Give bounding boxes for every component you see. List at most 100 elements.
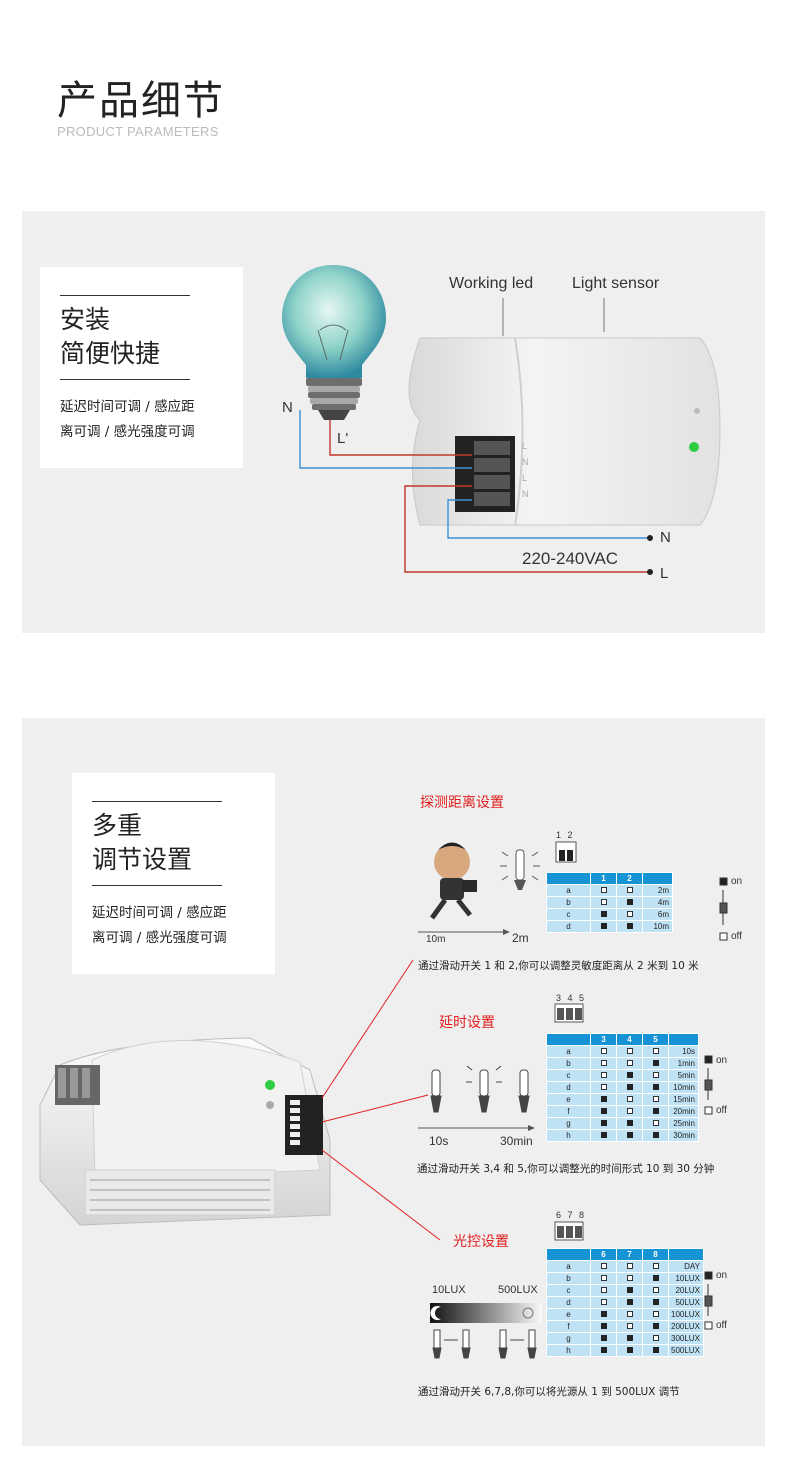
table-header-cell: 1 xyxy=(590,872,617,885)
install-title-1: 安装 xyxy=(60,305,111,334)
switch-off-cell xyxy=(616,908,643,921)
row-value: 20min xyxy=(668,1105,699,1118)
lux-on-label: on xyxy=(716,1270,728,1281)
switch-off-cell xyxy=(616,1308,643,1321)
row-label: d xyxy=(546,1296,591,1309)
switch-on-cell xyxy=(642,1344,669,1357)
switch-on-cell xyxy=(616,1129,643,1142)
switch-on-cell xyxy=(616,1296,643,1309)
lux-note: 通过滑动开关 6,7,8,你可以将光源从 1 到 500LUX 调节 xyxy=(418,1386,680,1398)
switch-on-cell xyxy=(642,1057,669,1070)
row-value: 100LUX xyxy=(668,1308,704,1321)
switch-off-cell xyxy=(590,1272,617,1285)
sensor-device xyxy=(408,337,721,526)
table-header-cell xyxy=(546,1248,591,1261)
switch-on-cell xyxy=(590,1332,617,1345)
switch-on-cell xyxy=(642,1129,669,1142)
switch-off-cell xyxy=(642,1117,669,1130)
switch-off-cell xyxy=(590,1057,617,1070)
install-desc-2: 离可调 / 感光强度可调 xyxy=(60,424,195,440)
switch-off-cell xyxy=(642,1284,669,1297)
page-title: 产品细节 xyxy=(57,78,225,124)
install-card: 安装 简便快捷 延迟时间可调 / 感应距 离可调 / 感光强度可调 xyxy=(40,267,243,468)
running-man-icon xyxy=(429,842,477,920)
row-value: 500LUX xyxy=(668,1344,704,1357)
table-header-cell xyxy=(546,872,591,885)
table-header-cell: 3 xyxy=(590,1033,617,1046)
n-right-label: N xyxy=(660,529,671,546)
switch-on-cell xyxy=(616,1069,643,1082)
row-label: a xyxy=(546,1260,591,1273)
row-label: e xyxy=(546,1308,591,1321)
delay-on-label: on xyxy=(716,1055,728,1066)
row-label: f xyxy=(546,1320,591,1333)
dip-switch-1-2 xyxy=(555,841,577,863)
lux-scale-right: 500LUX xyxy=(498,1284,538,1296)
table-header-cell: 6 xyxy=(590,1248,617,1261)
row-value: 200LUX xyxy=(668,1320,704,1333)
switch-off-cell xyxy=(590,1045,617,1058)
row-label: c xyxy=(546,1069,591,1082)
table-row: f 200LUX xyxy=(546,1320,704,1333)
row-label: b xyxy=(546,1272,591,1285)
on-off-indicator-2 xyxy=(704,1055,713,1115)
row-label: a xyxy=(546,1045,591,1058)
distance-scale-right: 2m xyxy=(512,931,529,945)
n-left-label: N xyxy=(282,399,293,416)
delay-scale-left: 10s xyxy=(429,1134,449,1148)
switch-off-cell xyxy=(616,1260,643,1273)
row-label: e xyxy=(546,1093,591,1106)
lux-lamp-icons xyxy=(432,1329,537,1359)
switch-off-cell xyxy=(642,1093,669,1106)
switch-on-cell xyxy=(616,1284,643,1297)
table-header-cell: 5 xyxy=(642,1033,669,1046)
lamp-icon xyxy=(500,849,540,890)
table-header-cell: 2 xyxy=(616,872,643,885)
switch-on-cell xyxy=(642,1105,669,1118)
switch-off-cell xyxy=(642,1045,669,1058)
switch-off-cell xyxy=(616,1272,643,1285)
switch-on-cell xyxy=(590,1093,617,1106)
delay-dip-numbers: 3 4 5 xyxy=(556,993,587,1003)
delay-note: 通过滑动开关 3,4 和 5,你可以调整光的时间形式 10 到 30 分钟 xyxy=(417,1163,715,1175)
table-row: a 10s xyxy=(546,1045,699,1058)
switch-off-cell xyxy=(616,1045,643,1058)
switch-on-cell xyxy=(616,1117,643,1130)
switch-off-cell xyxy=(590,1284,617,1297)
row-label: h xyxy=(546,1129,591,1142)
switch-on-cell xyxy=(616,1344,643,1357)
switch-on-cell xyxy=(642,1296,669,1309)
distance-title: 探测距离设置 xyxy=(420,795,504,811)
delay-off-label: off xyxy=(716,1105,727,1116)
switch-on-cell xyxy=(616,1081,643,1094)
switch-on-cell xyxy=(642,1272,669,1285)
switch-off-cell xyxy=(616,1057,643,1070)
distance-scale-left: 10m xyxy=(426,934,446,945)
switch-on-cell xyxy=(642,1320,669,1333)
page-subtitle: PRODUCT PARAMETERS xyxy=(57,124,219,139)
switch-on-cell xyxy=(590,1129,617,1142)
row-value: DAY xyxy=(668,1260,704,1273)
row-value: 10s xyxy=(668,1045,699,1058)
table-header-cell: 4 xyxy=(616,1033,643,1046)
row-label: g xyxy=(546,1332,591,1345)
table-header-cell xyxy=(642,872,673,885)
row-value: 20LUX xyxy=(668,1284,704,1297)
table-header-cell xyxy=(668,1248,704,1261)
row-value: 5min xyxy=(668,1069,699,1082)
adjust-desc-1: 延迟时间可调 / 感应距 xyxy=(92,905,227,921)
row-label: b xyxy=(546,896,591,909)
adjust-desc-2: 离可调 / 感光强度可调 xyxy=(92,930,227,946)
light-bulb-icon xyxy=(282,265,386,420)
row-value: 10min xyxy=(668,1081,699,1094)
